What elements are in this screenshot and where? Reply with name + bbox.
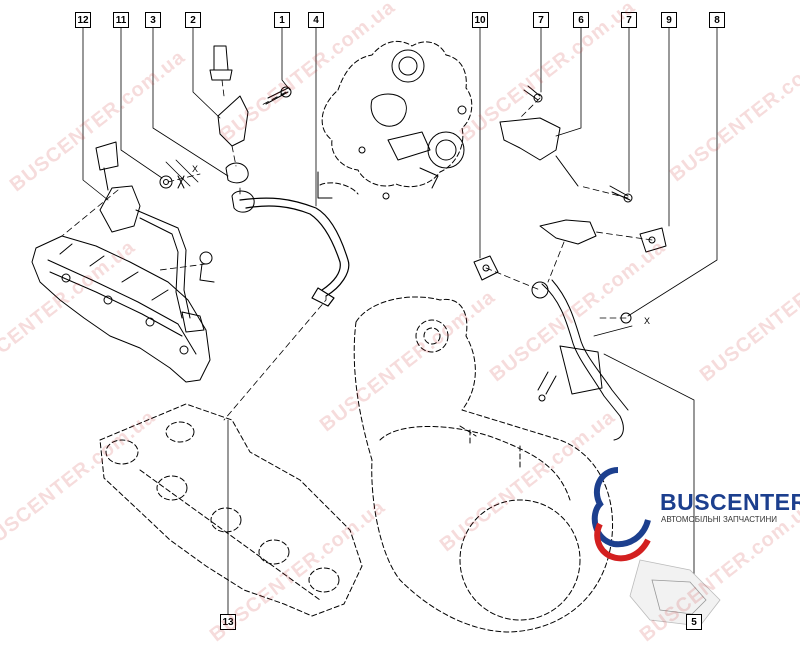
small-parts-center-drawing [209, 45, 292, 213]
callout-4: 4 [308, 12, 324, 28]
callout-13: 13 [220, 614, 236, 630]
callout-7a: 7 [533, 12, 549, 28]
callout-1: 1 [274, 12, 290, 28]
turbocharger-drawing [317, 40, 473, 200]
callout-6: 6 [573, 12, 589, 28]
callout-5: 5 [686, 614, 702, 630]
logo-name: BUSCENTER [660, 489, 800, 515]
callout-9: 9 [661, 12, 677, 28]
particulate-filter-drawing [353, 296, 614, 633]
callout-7b: 7 [621, 12, 637, 28]
fuel-rail-drawing [31, 185, 211, 383]
buscenter-logo-graphic [591, 467, 721, 627]
exhaust-manifold-drawing [99, 403, 363, 617]
leader-lines [82, 26, 718, 619]
callout-8: 8 [709, 12, 725, 28]
dimension-x-left: X [192, 164, 199, 174]
callout-2: 2 [185, 12, 201, 28]
small-parts-left-drawing [95, 141, 215, 283]
assembly-lines [61, 79, 653, 421]
callout-10: 10 [472, 12, 488, 28]
small-parts-right-drawing [473, 85, 667, 441]
dimension-x-right: X [644, 316, 651, 326]
pipe-4-drawing [239, 197, 350, 307]
logo-tagline: АВТОМОБІЛЬНІ ЗАПЧАСТИНИ [661, 515, 777, 524]
callout-3: 3 [145, 12, 161, 28]
callout-11: 11 [113, 12, 129, 28]
callout-12: 12 [75, 12, 91, 28]
